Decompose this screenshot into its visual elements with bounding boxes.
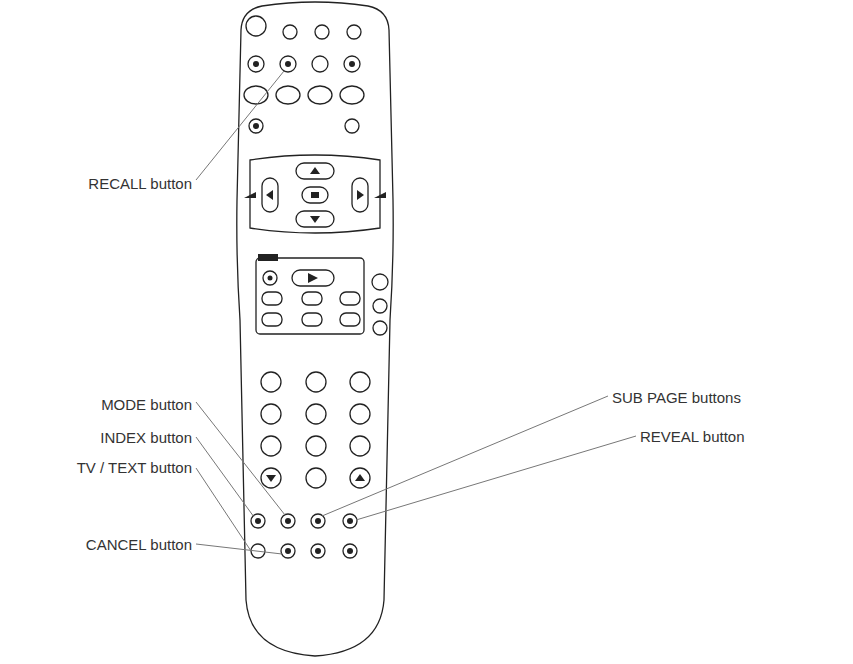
leader-lines (196, 71, 636, 554)
callout-label: CANCEL button (86, 536, 192, 554)
callout-label: SUB PAGE buttons (612, 389, 741, 407)
callout-label: RECALL button (88, 175, 192, 193)
callout-label: TV / TEXT button (77, 459, 192, 477)
callout-label: REVEAL button (640, 428, 745, 446)
callout-label: INDEX button (100, 429, 192, 447)
callout-label: MODE button (101, 396, 192, 414)
